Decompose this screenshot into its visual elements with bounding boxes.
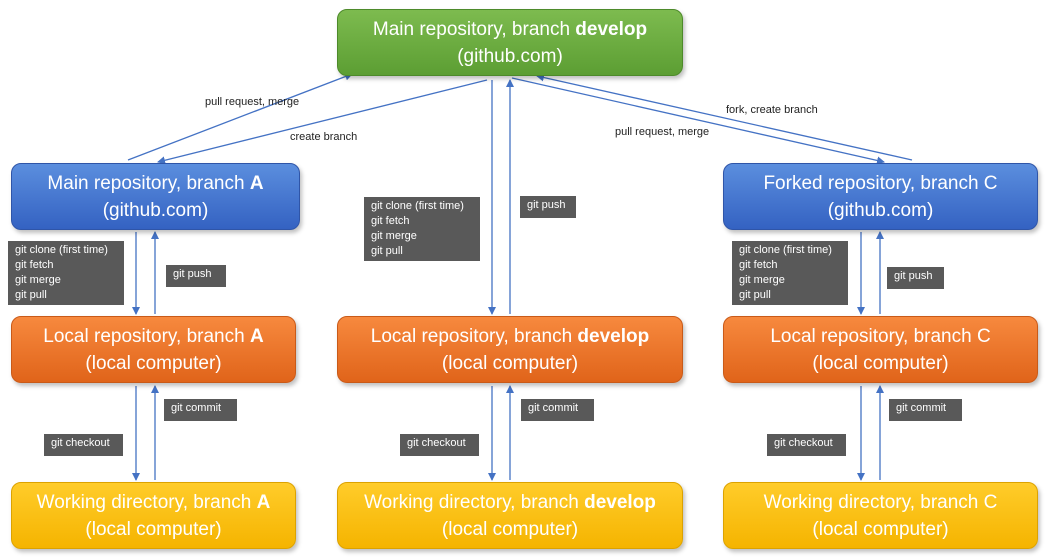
- working-directory-a-box: Working directory, branch A (local compu…: [11, 482, 296, 549]
- label-create-branch: create branch: [290, 131, 358, 143]
- command-git-checkout-a: git checkout: [44, 434, 123, 456]
- label-pull-request-merge-right: pull request, merge: [615, 126, 710, 138]
- local-repository-a-box: Local repository, branch A (local comput…: [11, 316, 296, 383]
- command-git-push-a: git push: [166, 265, 226, 287]
- arrow-create-branch-a: [157, 79, 488, 165]
- working-directory-c-box: Working directory, branch C (local compu…: [723, 482, 1038, 549]
- command-git-commit-a: git commit: [164, 399, 237, 421]
- arrow-pull-request-a-to-develop: [127, 72, 353, 161]
- command-group-clone-develop: git clone (first time)git fetch git merg…: [364, 197, 480, 261]
- command-git-commit-c: git commit: [889, 399, 962, 421]
- command-git-push-develop: git push: [520, 196, 576, 218]
- working-directory-develop-box: Working directory, branch develop (local…: [337, 482, 683, 549]
- command-group-clone-a: git clone (first time)git fetch git merg…: [8, 241, 124, 305]
- command-git-commit-develop: git commit: [521, 399, 594, 421]
- local-repository-develop-box: Local repository, branch develop (local …: [337, 316, 683, 383]
- forked-repository-c-box: Forked repository, branch C (github.com): [723, 163, 1038, 230]
- command-git-push-c: git push: [887, 267, 944, 289]
- label-fork-create-branch: fork, create branch: [726, 104, 818, 116]
- command-git-checkout-develop: git checkout: [400, 434, 479, 456]
- main-repository-develop-box: Main repository, branch develop (github.…: [337, 9, 683, 76]
- arrow-pull-request-c-to-develop: [536, 73, 913, 161]
- main-repository-a-box: Main repository, branch A (github.com): [11, 163, 300, 230]
- local-repository-c-box: Local repository, branch C (local comput…: [723, 316, 1038, 383]
- command-git-checkout-c: git checkout: [767, 434, 846, 456]
- label-pull-request-merge-left: pull request, merge: [205, 96, 300, 108]
- arrow-fork-create-branch-c: [511, 77, 885, 165]
- command-group-clone-c: git clone (first time)git fetch git merg…: [732, 241, 848, 305]
